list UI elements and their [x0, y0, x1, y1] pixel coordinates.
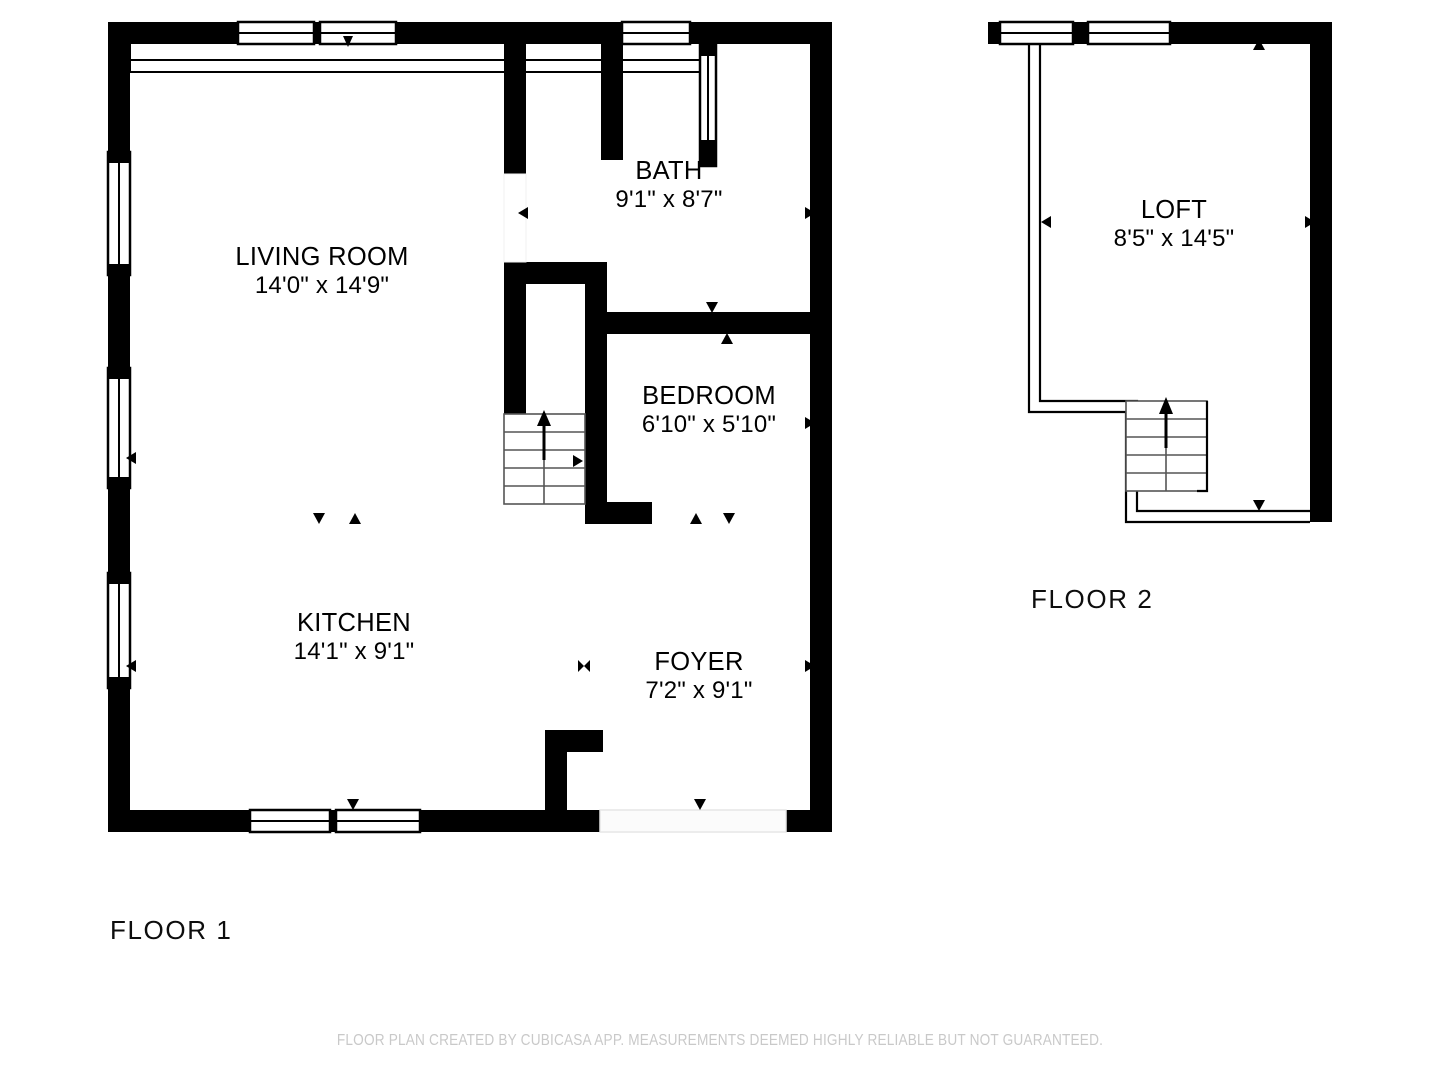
floor-1-interior-walls: [504, 22, 832, 832]
footer-disclaimer: FLOOR PLAN CREATED BY CUBICASA APP. MEAS…: [336, 1032, 1104, 1049]
floor-1-title: FLOOR 1: [110, 915, 233, 945]
room-name-bedroom: BEDROOM: [642, 382, 776, 410]
room-label-foyer: FOYER 7'2" x 9'1": [645, 648, 752, 704]
window-bottom-kitchen: [248, 808, 422, 834]
stair-up-arrow-icon: [537, 410, 551, 426]
window-left-middle: [106, 366, 132, 490]
room-dimensions-foyer: 7'2" x 9'1": [645, 677, 753, 705]
room-label-bath: BATH 9'1" x 8'7": [615, 157, 722, 213]
room-dimensions-kitchen: 14'1" x 9'1": [293, 638, 415, 666]
room-name-loft: LOFT: [1140, 196, 1208, 224]
hall-opening-floor-1: [503, 173, 527, 263]
window-bath-closet-vertical: [698, 42, 718, 168]
room-name-bath: BATH: [635, 157, 703, 185]
floor-1-exterior-walls: [108, 22, 832, 832]
staircase-floor-2: [1125, 397, 1209, 493]
window-left-lower: [106, 571, 132, 690]
room-dimensions-loft: 8'5" x 14'5": [1113, 225, 1235, 253]
room-name-kitchen: KITCHEN: [296, 609, 412, 637]
window-loft-left: [998, 20, 1075, 46]
room-dimensions-living-room: 14'0" x 14'9": [254, 272, 390, 300]
room-label-bedroom: BEDROOM 6'10" x 5'10": [642, 382, 776, 438]
room-dimensions-bath: 9'1" x 8'7": [615, 186, 723, 214]
room-label-loft: LOFT 8'5" x 14'5": [1114, 196, 1235, 252]
window-loft-right: [1086, 20, 1172, 46]
staircase-floor-1: [503, 410, 586, 505]
stair-up-arrow-icon: [1159, 397, 1173, 414]
floor-2-exterior-walls: [988, 22, 1332, 522]
room-label-living-room: LIVING ROOM 14'0" x 14'9": [235, 243, 408, 299]
entry-door-foyer: [599, 809, 787, 833]
window-top-living-room: [236, 20, 398, 46]
room-label-kitchen: KITCHEN 14'1" x 9'1": [294, 609, 415, 665]
floor-2-title: FLOOR 2: [1031, 584, 1154, 614]
floor-1-drawing: [106, 20, 832, 834]
floor-2-top-windows: [998, 20, 1172, 46]
room-dimensions-bedroom: 6'10" x 5'10": [641, 411, 777, 439]
floor-2-drawing: [988, 20, 1332, 524]
room-name-foyer: FOYER: [654, 648, 744, 676]
window-top-bath: [620, 20, 692, 46]
window-left-upper: [106, 150, 132, 277]
floor-1-dimension-markers: [126, 36, 815, 810]
floor-1-left-windows: [106, 150, 132, 690]
room-name-living-room: LIVING ROOM: [235, 243, 409, 271]
floor-2-dimension-markers: [1041, 39, 1315, 511]
